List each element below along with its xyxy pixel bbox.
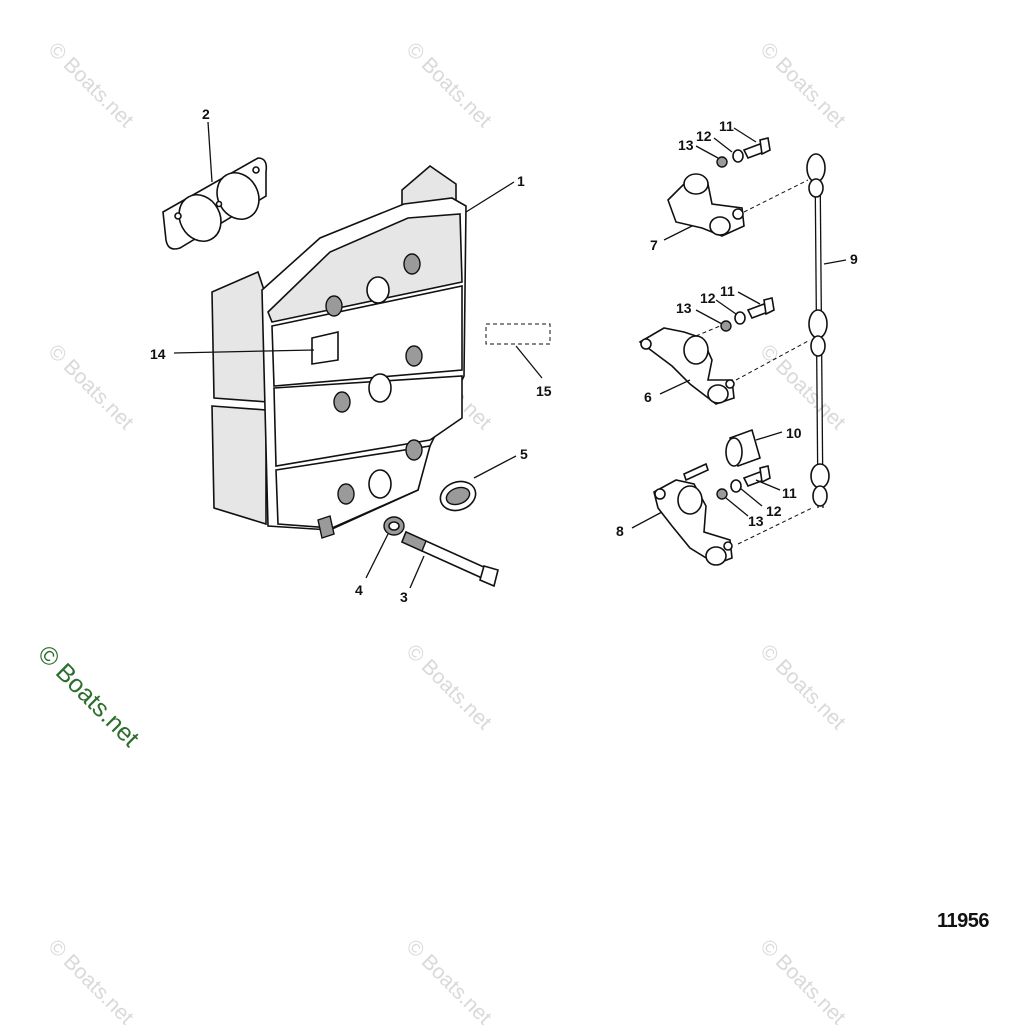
- throttle-body-part[interactable]: [211, 164, 467, 539]
- callout-4: 4: [355, 582, 363, 598]
- callout-2: 2: [202, 106, 210, 122]
- callout-13: 13: [676, 300, 692, 316]
- figure-number: 11956: [937, 910, 990, 932]
- linkage-rod-part[interactable]: [806, 153, 830, 509]
- exploded-parts-drawing: 2 1 14 15 5 4 3 7 6 8 9 10 11 11 11 12 1…: [150, 106, 858, 605]
- callout-12: 12: [700, 290, 716, 306]
- callout-5: 5: [520, 446, 528, 462]
- callout-7: 7: [650, 237, 658, 253]
- middle-lever-part[interactable]: [638, 325, 811, 405]
- callout-12: 12: [766, 503, 782, 519]
- diagram-stage: © Boats.net © Boats.net © Boats.net © Bo…: [32, 38, 990, 1029]
- plug-part[interactable]: [436, 477, 479, 516]
- callout-13: 13: [678, 137, 694, 153]
- screw-set-upper[interactable]: [716, 137, 771, 168]
- callout-14: 14: [150, 346, 166, 362]
- decal-outline: [485, 323, 551, 345]
- lower-lever-part[interactable]: [653, 462, 813, 566]
- screw-set-lower[interactable]: [716, 465, 771, 500]
- callout-13: 13: [748, 513, 764, 529]
- callout-11: 11: [719, 118, 734, 134]
- callout-8: 8: [616, 523, 624, 539]
- gasket-part[interactable]: [162, 157, 268, 250]
- washer-part[interactable]: [383, 516, 405, 536]
- upper-lever-part[interactable]: [667, 173, 809, 237]
- callout-1: 1: [517, 173, 525, 189]
- screw-set-middle[interactable]: [720, 297, 775, 332]
- callout-12: 12: [696, 128, 712, 144]
- callout-11: 11: [782, 485, 797, 501]
- callout-9: 9: [850, 251, 858, 267]
- callout-15: 15: [536, 383, 552, 399]
- bolt-part[interactable]: [400, 530, 499, 588]
- callout-11: 11: [720, 283, 735, 299]
- sleeve-part[interactable]: [725, 428, 761, 468]
- callout-10: 10: [786, 425, 802, 441]
- callout-6: 6: [644, 389, 652, 405]
- leader-lines: [173, 121, 847, 589]
- callout-3: 3: [400, 589, 408, 605]
